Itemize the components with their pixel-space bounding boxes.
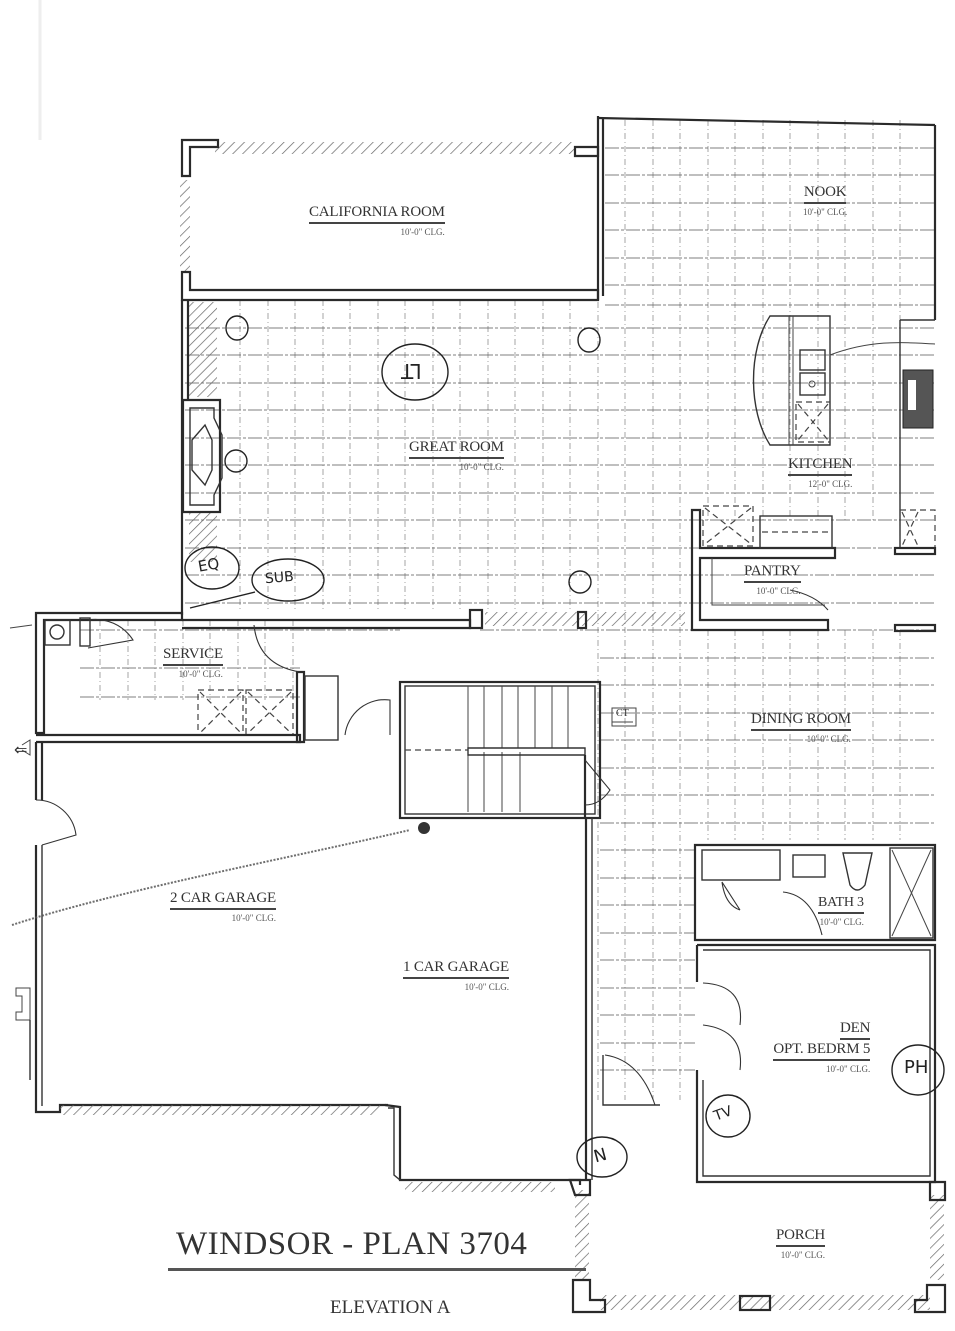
porch-walls [568, 1178, 947, 1314]
room-name: BATH 3 [818, 895, 864, 914]
service-walls: ⇐ [9, 611, 391, 800]
room-ceiling: 10'-0" CLG. [178, 669, 223, 679]
room-label-great-room: GREAT ROOM 10'-0" CLG. [409, 438, 504, 472]
room-name: NOOK [803, 184, 847, 204]
exterior-walls [180, 116, 937, 630]
room-label-kitchen: KITCHEN 12'-0" CLG. [788, 455, 853, 489]
room-label-california-room: CALIFORNIA ROOM 10'-0" CLG. [309, 203, 445, 237]
water-heater-icon [49, 624, 65, 640]
room-name: 1 CAR GARAGE [403, 959, 509, 979]
handwritten-sub: SUB [264, 568, 295, 588]
room-label-den: DEN OPT. BEDRM 5 10'-0" CLG. [766, 1019, 870, 1074]
room-ceiling: 10'-0" CLG. [464, 982, 509, 992]
light-mark-icon [224, 449, 248, 473]
stair-tag: CT [616, 708, 629, 719]
room-ceiling: 12'-0" CLG. [808, 479, 853, 489]
bath-3-walls [693, 843, 937, 942]
eq-circle [184, 546, 240, 590]
handwritten-ph: PH [904, 1057, 929, 1078]
room-label-bath-3: BATH 3 10'-0" CLG. [818, 893, 864, 927]
kitchen-fixtures [752, 315, 937, 633]
title-underline [168, 1268, 586, 1271]
room-name: GREAT ROOM [409, 439, 504, 459]
light-mark-icon [225, 315, 249, 341]
room-ceiling: 10'-0" CLG. [400, 227, 445, 237]
room-name: SERVICE [163, 646, 223, 666]
outlet-mark-icon [418, 822, 430, 834]
room-name: KITCHEN [788, 456, 853, 476]
shower-icon [889, 847, 934, 939]
svg-text:⇐: ⇐ [14, 740, 27, 759]
lt-circle [381, 343, 449, 401]
room-ceiling: 10'-0" CLG. [803, 207, 848, 217]
tile-grid [80, 120, 935, 1100]
room-label-service: SERVICE 10'-0" CLG. [163, 645, 223, 679]
bath-sink-icon [792, 854, 826, 878]
room-name: DEN [840, 1020, 870, 1040]
plan-subtitle: ELEVATION A [330, 1297, 451, 1318]
room-name: 2 CAR GARAGE [170, 890, 276, 910]
range-icon [795, 401, 831, 443]
room-ceiling: 10'-0" CLG. [459, 462, 504, 472]
plan-title: WINDSOR - PLAN 3704 [176, 1226, 528, 1262]
room-label-nook: NOOK 10'-0" CLG. [803, 183, 847, 217]
sink-icon [799, 349, 826, 371]
room-name: PANTRY [744, 563, 801, 583]
handwritten-lt: LT [401, 359, 422, 383]
room-name: DINING ROOM [751, 711, 851, 731]
light-mark-icon [568, 570, 592, 594]
room-label-porch: PORCH 10'-0" CLG. [776, 1226, 825, 1260]
ph-circle [891, 1044, 945, 1096]
toilet-icon [842, 852, 873, 891]
room-label-1-car-garage: 1 CAR GARAGE 10'-0" CLG. [403, 958, 509, 992]
sub-circle [251, 558, 325, 602]
garage-walls [15, 799, 593, 1192]
room-ceiling: 10'-0" CLG. [806, 734, 851, 744]
tv-circle [705, 1094, 751, 1138]
room-name: CALIFORNIA ROOM [309, 204, 445, 224]
pantry-walls [690, 505, 837, 632]
room-label-dining-room: DINING ROOM 10'-0" CLG. [751, 710, 851, 744]
room-ceiling: 10'-0" CLG. [756, 586, 801, 596]
stairs [398, 680, 637, 820]
room-ceiling: 10'-0" CLG. [231, 913, 276, 923]
light-mark-icon [577, 327, 601, 353]
room-name: PORCH [776, 1227, 825, 1247]
n-circle [576, 1136, 628, 1178]
handwritten-eq: EQ [196, 554, 221, 576]
room-ceiling: 10'-0" CLG. [819, 917, 864, 927]
room-label-pantry: PANTRY 10'-0" CLG. [744, 562, 801, 596]
handwritten-marks [11, 315, 945, 1178]
room-ceiling: 10'-0" CLG. [780, 1250, 826, 1260]
room-ceiling: 10'-0" CLG. [825, 1064, 871, 1074]
room-label-2-car-garage: 2 CAR GARAGE 10'-0" CLG. [170, 889, 276, 923]
cooktop-icon [902, 369, 934, 429]
room-name-alt: OPT. BEDRM 5 [773, 1041, 870, 1061]
